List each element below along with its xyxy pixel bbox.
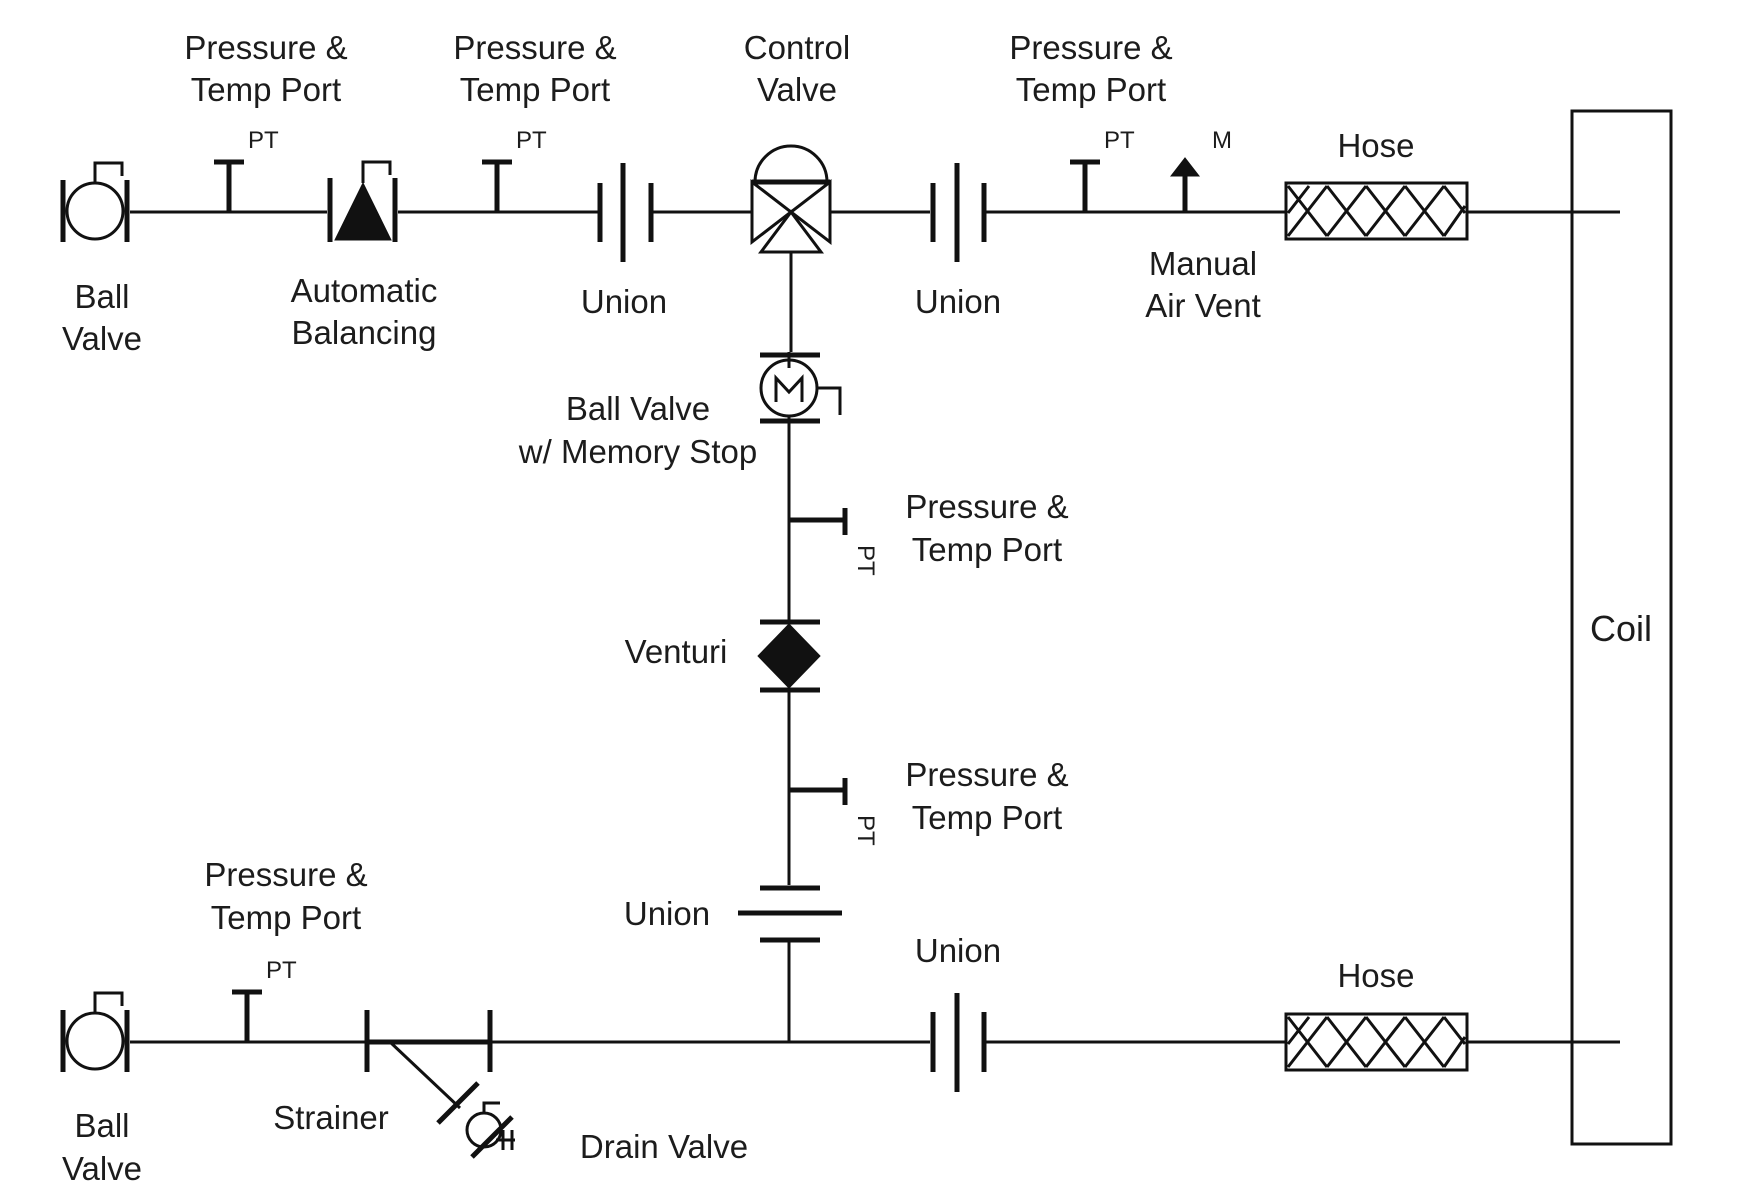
automatic-balancing-valve	[327, 160, 398, 242]
pt-port-bypass-lower-label-line1: Pressure &	[905, 756, 1068, 793]
pt-port-top-3-label-line2: Temp Port	[1016, 71, 1166, 108]
union-bypass	[738, 885, 842, 943]
hose-top-label: Hose	[1337, 127, 1414, 164]
pt-port-top-3-label-line1: Pressure &	[1009, 29, 1172, 66]
ball-valve-top-label-line1: Ball	[74, 278, 129, 315]
pt-port-top-3: PT	[1070, 127, 1135, 212]
ball-valve-memory-stop	[759, 352, 842, 424]
union-top-2	[930, 163, 987, 262]
pt-port-top-2: PT	[482, 127, 547, 212]
pt-port-bypass-lower: PT	[789, 778, 879, 846]
m-tag: M	[1212, 127, 1232, 154]
manual-air-vent: M	[1169, 127, 1232, 212]
pt-port-bypass-upper-label-line2: Temp Port	[912, 531, 1062, 568]
strainer	[364, 1010, 493, 1110]
ball-valve-top-label-line2: Valve	[62, 320, 142, 357]
labels: Pressure & Temp Port Pressure & Temp Por…	[62, 29, 1415, 1187]
strainer-label: Strainer	[273, 1099, 389, 1136]
automatic-balancing-label-line2: Balancing	[292, 314, 437, 351]
venturi	[757, 619, 821, 693]
pt-port-bottom-label-line1: Pressure &	[204, 856, 367, 893]
control-valve-label-line2: Valve	[757, 71, 837, 108]
pt-tag: PT	[1104, 127, 1135, 154]
venturi-label: Venturi	[625, 633, 728, 670]
ball-valve-bottom-label-line2: Valve	[62, 1150, 142, 1187]
pt-port-bottom: PT	[232, 957, 297, 1042]
union-top-1-label: Union	[581, 283, 667, 320]
coil-box	[1570, 109, 1673, 1146]
automatic-balancing-label-line1: Automatic	[291, 272, 438, 309]
hose-bottom	[1284, 1012, 1469, 1072]
pt-port-bypass-upper-label-line1: Pressure &	[905, 488, 1068, 525]
hose-top	[1284, 181, 1469, 241]
union-bottom-label: Union	[915, 932, 1001, 969]
pt-port-top-1: PT	[214, 127, 279, 212]
manual-air-vent-label-line2: Air Vent	[1145, 287, 1261, 324]
hose-bottom-label: Hose	[1337, 957, 1414, 994]
pt-port-top-1-label-line2: Temp Port	[191, 71, 341, 108]
pt-port-top-2-label-line1: Pressure &	[453, 29, 616, 66]
drain-valve-label: Drain Valve	[580, 1128, 748, 1165]
union-bottom	[930, 993, 987, 1092]
control-valve-label-line1: Control	[744, 29, 850, 66]
drain-valve	[436, 1081, 515, 1159]
ball-valve-bottom-label-line1: Ball	[74, 1107, 129, 1144]
ball-valve-memory-stop-label-line2: w/ Memory Stop	[518, 433, 757, 470]
pt-tag: PT	[852, 545, 879, 576]
union-top-2-label: Union	[915, 283, 1001, 320]
pt-tag: PT	[852, 815, 879, 846]
coil-label: Coil	[1590, 608, 1652, 649]
pt-tag: PT	[248, 127, 279, 154]
pt-port-top-1-label-line1: Pressure &	[184, 29, 347, 66]
pt-port-bypass-upper: PT	[789, 508, 879, 576]
pt-tag: PT	[516, 127, 547, 154]
pt-port-bottom-label-line2: Temp Port	[211, 899, 361, 936]
ball-valve-bottom	[60, 991, 130, 1072]
control-valve	[750, 144, 832, 352]
pt-port-top-2-label-line2: Temp Port	[460, 71, 610, 108]
coil: Coil	[1570, 109, 1673, 1146]
union-top-1	[597, 163, 654, 262]
pt-port-bypass-lower-label-line2: Temp Port	[912, 799, 1062, 836]
manual-air-vent-label-line1: Manual	[1149, 245, 1257, 282]
ball-valve-top	[60, 161, 130, 242]
pt-tag: PT	[266, 957, 297, 984]
ball-valve-memory-stop-label-line1: Ball Valve	[566, 390, 710, 427]
union-bypass-label: Union	[624, 895, 710, 932]
